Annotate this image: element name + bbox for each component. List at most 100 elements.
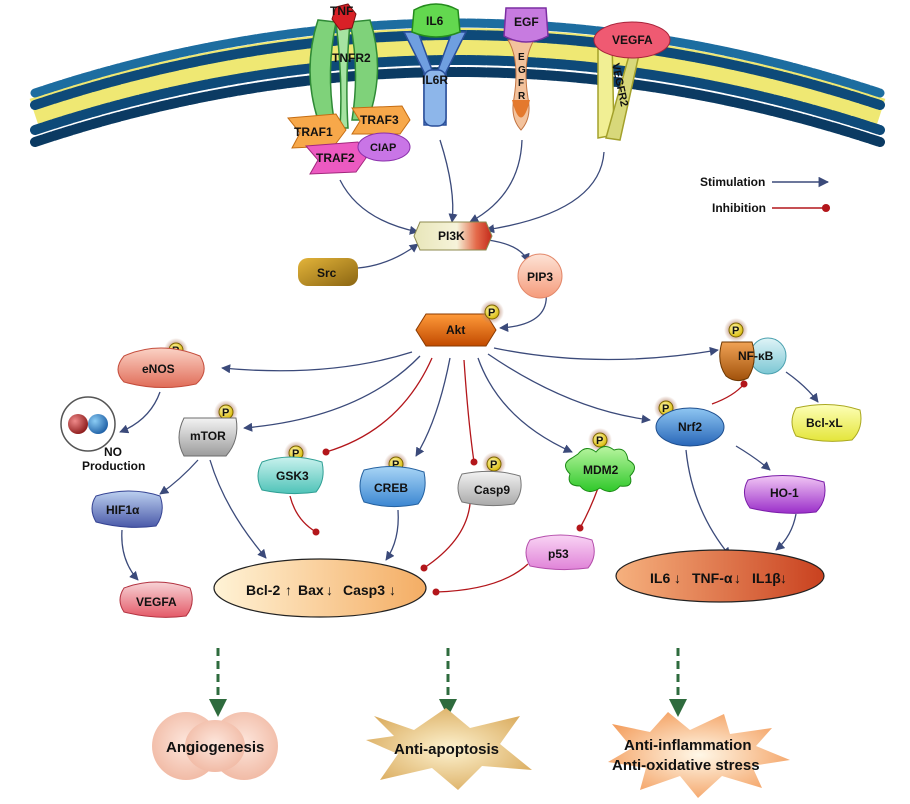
casp3-down-arrow: ↓ xyxy=(389,582,396,598)
gsk3-label: GSK3 xyxy=(276,469,309,483)
anti-inflammation-label: Anti-inflammation xyxy=(624,737,752,754)
nrf2-label: Nrf2 xyxy=(678,420,702,434)
ciap-label: CIAP xyxy=(370,142,396,154)
tnf-label: TNF xyxy=(330,4,353,18)
inhibition-lines xyxy=(289,357,748,596)
akt-node: Akt xyxy=(415,313,497,347)
pi3k-label: PI3K xyxy=(438,229,465,243)
tnfa-down-arrow: ↓ xyxy=(734,570,741,586)
arrow-nfkb-bclxl xyxy=(785,371,819,403)
phospho-badge-akt: P xyxy=(480,300,504,324)
svg-text:P: P xyxy=(392,459,399,471)
p53-label: p53 xyxy=(548,547,569,561)
arrow-hif1a-vegfa xyxy=(121,529,139,581)
vegfa-label: VEGFA xyxy=(136,595,177,609)
egfr-label-4: R xyxy=(518,91,526,102)
svg-text:P: P xyxy=(488,307,495,319)
pip3-node: PIP3 xyxy=(517,253,563,299)
vegfa-ligand: VEGFA xyxy=(593,21,671,59)
inhibit-akt-casp9 xyxy=(463,359,478,466)
phospho-badge-mdm2: P xyxy=(588,428,612,452)
gsk3-node: GSK3 xyxy=(257,456,324,495)
creb-label: CREB xyxy=(374,481,408,495)
casp9-node: Casp9 xyxy=(457,470,522,507)
anti-inflammation-outcome: Anti-inflammation Anti-oxidative stress xyxy=(608,712,790,798)
arrow-nrf2-inflammation xyxy=(685,449,731,557)
svg-text:P: P xyxy=(292,448,299,460)
legend-stimulation-label: Stimulation xyxy=(700,175,765,189)
il6-down-arrow: ↓ xyxy=(674,570,681,586)
ho1-node: HO-1 xyxy=(744,474,826,514)
egfr-receptor: E G F R xyxy=(507,39,535,131)
il6-box-label: IL6 xyxy=(650,570,670,586)
vegfr2-receptor: VEGFR2 xyxy=(597,37,641,141)
traf2-label: TRAF2 xyxy=(316,151,355,165)
arrow-traf-pi3k xyxy=(339,179,419,235)
apoptosis-markers-box: Bcl-2 ↑ Bax ↓ Casp3 ↓ xyxy=(213,558,427,618)
egf-label: EGF xyxy=(514,15,539,29)
no-production-label: Production xyxy=(82,459,145,473)
bclxl-node: Bcl-xL xyxy=(791,403,862,442)
hif1a-node: HIF1α xyxy=(91,490,163,528)
casp3-label: Casp3 xyxy=(343,582,385,598)
egfr-label-1: E xyxy=(518,52,525,63)
traf3-protein: TRAF3 xyxy=(351,105,411,135)
pi3k-node: PI3K xyxy=(413,221,493,251)
p53-node: p53 xyxy=(525,534,595,571)
tnfr2-label: TNFR2 xyxy=(332,51,371,65)
inhibit-nrf2-nfkb xyxy=(711,380,748,405)
arrow-nrf2-ho1 xyxy=(735,445,771,471)
inhibit-mdm2-p53 xyxy=(576,487,599,532)
traf1-label: TRAF1 xyxy=(294,125,333,139)
mtor-node: mTOR xyxy=(178,417,238,457)
src-label: Src xyxy=(317,266,337,280)
svg-text:P: P xyxy=(662,403,669,415)
akt-label: Akt xyxy=(446,323,465,337)
arrow-akt-nrf2 xyxy=(487,353,651,424)
stimulation-arrows xyxy=(119,139,819,581)
phospho-badge-nfkb: P xyxy=(724,318,748,342)
angiogenesis-outcome: Angiogenesis xyxy=(152,712,278,780)
mdm2-node: MDM2 xyxy=(565,446,635,492)
bclxl-label: Bcl-xL xyxy=(806,416,843,430)
arrow-src-pi3k xyxy=(357,243,419,269)
traf2-protein: TRAF2 xyxy=(304,141,367,175)
no-label: NO xyxy=(104,445,122,459)
arrow-enos-no xyxy=(119,391,161,434)
bax-down-arrow: ↓ xyxy=(326,582,333,598)
inflammation-markers-box: IL6 ↓ TNF-α ↓ IL1β ↓ xyxy=(615,549,825,603)
no-molecule: NO Production xyxy=(60,396,145,473)
ciap-protein: CIAP xyxy=(357,132,411,162)
svg-text:P: P xyxy=(490,459,497,471)
arrow-akt-nfkb xyxy=(493,346,719,361)
svg-text:P: P xyxy=(222,407,229,419)
creb-node: CREB xyxy=(359,466,426,508)
tnfa-box-label: TNF-α xyxy=(692,570,733,586)
anti-apoptosis-outcome: Anti-apoptosis xyxy=(366,708,532,790)
traf3-label: TRAF3 xyxy=(360,113,399,127)
arrow-mtor-hif1a xyxy=(159,459,199,495)
egfr-label-2: G xyxy=(518,65,526,76)
nrf2-node: Nrf2 xyxy=(655,407,725,447)
tnf-ligand: TNF xyxy=(330,3,357,31)
inhibit-p53-apoptosis xyxy=(432,563,529,596)
arrow-akt-mdm2 xyxy=(477,357,573,453)
enos-node: eNOS xyxy=(117,347,205,389)
arrow-creb-apoptosis xyxy=(385,509,399,561)
phospho-badge-casp9: P xyxy=(482,452,506,476)
angiogenesis-label: Angiogenesis xyxy=(166,739,264,756)
arrow-vegfr2-pi3k xyxy=(485,151,605,234)
il6-label: IL6 xyxy=(426,14,444,28)
inhibit-gsk3-apoptosis xyxy=(289,495,320,536)
tnfr2-receptor: TNFR2 xyxy=(309,19,379,129)
inhibit-akt-gsk3 xyxy=(322,357,433,456)
bax-label: Bax xyxy=(298,582,324,598)
bcl2-label: Bcl-2 xyxy=(246,582,280,598)
vegfa-node: VEGFA xyxy=(119,581,193,618)
inhibit-casp9-apoptosis xyxy=(420,503,471,572)
pip3-label: PIP3 xyxy=(527,270,553,284)
src-node: Src xyxy=(298,258,358,286)
vegfa-ligand-label: VEGFA xyxy=(612,33,653,47)
bcl2-up-arrow: ↑ xyxy=(285,582,292,598)
mtor-label: mTOR xyxy=(190,429,226,443)
